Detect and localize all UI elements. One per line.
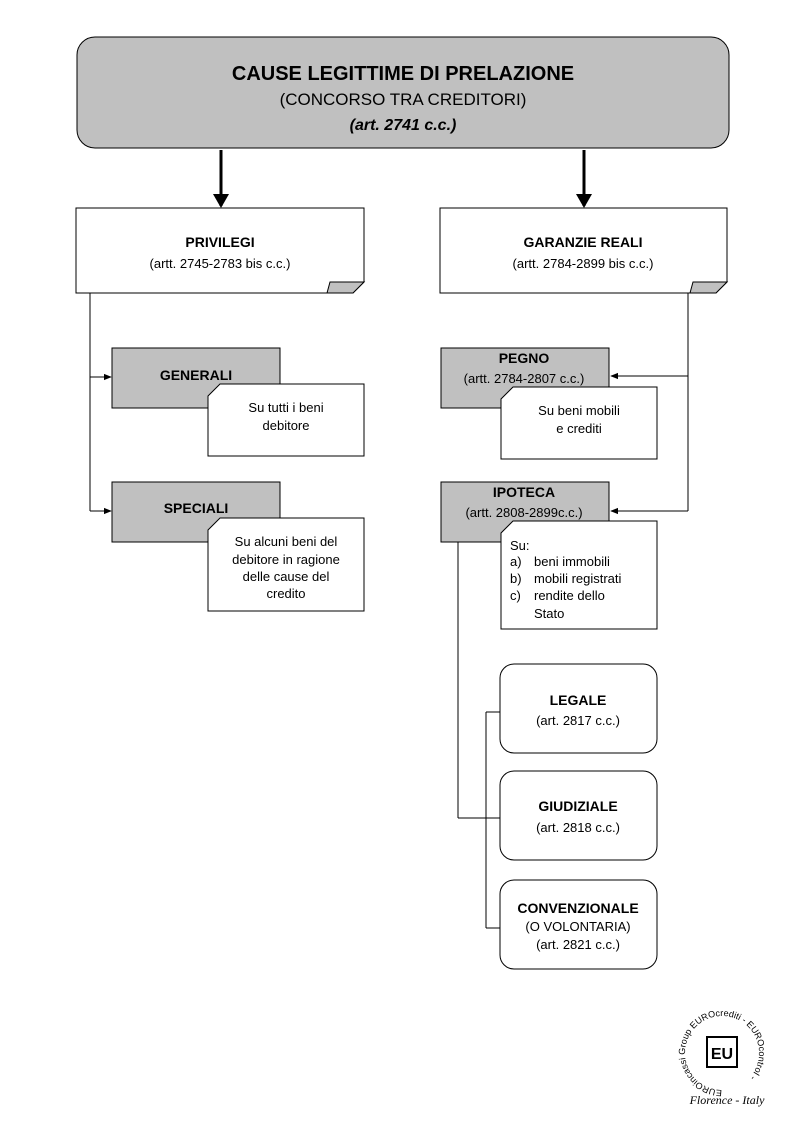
generali-note-line: Su tutti i beni: [248, 400, 323, 415]
convenzionale-reference: (art. 2821 c.c.): [536, 937, 620, 952]
pegno-note-line: Su beni mobili: [538, 403, 620, 418]
pegno-reference: (artt. 2784-2807 c.c.): [464, 371, 585, 386]
speciali-note-line: debitore in ragione: [232, 552, 340, 567]
giudiziale-reference: (art. 2818 c.c.): [536, 820, 620, 835]
ipoteca-note: Su: a) beni immobili b) mobili registrat…: [500, 520, 658, 630]
ipoteca-note-marker: a): [510, 554, 522, 569]
ipoteca-reference: (artt. 2808-2899c.c.): [465, 505, 582, 520]
generali-title: GENERALI: [160, 367, 232, 383]
ipoteca-title: IPOTECA: [493, 484, 555, 500]
pegno-title: PEGNO: [499, 350, 550, 366]
legale-title: LEGALE: [550, 692, 607, 708]
ipoteca-connectors: [457, 542, 500, 929]
header-box: CAUSE LEGITTIME DI PRELAZIONE (CONCORSO …: [76, 36, 730, 149]
privilegi-box: PRIVILEGI (artt. 2745-2783 bis c.c.): [75, 207, 366, 294]
company-logo: EUROincassi Group EUROcrediti - EUROcont…: [677, 1008, 767, 1107]
logo-monogram: EU: [711, 1046, 733, 1063]
ipoteca-note-item: beni immobili: [534, 554, 610, 569]
ipoteca-note-intro: Su:: [510, 538, 530, 553]
header-subtitle: (CONCORSO TRA CREDITORI): [280, 90, 527, 109]
header-title: CAUSE LEGITTIME DI PRELAZIONE: [232, 63, 574, 85]
garanzie-box: GARANZIE REALI (artt. 2784-2899 bis c.c.…: [439, 207, 729, 294]
speciali-title: SPECIALI: [164, 500, 229, 516]
speciali-note-line: Su alcuni beni del: [235, 534, 338, 549]
logo-caption: Florence - Italy: [689, 1093, 766, 1107]
garanzie-connectors: [610, 293, 689, 515]
ipoteca-note-marker: b): [510, 571, 522, 586]
giudiziale-title: GIUDIZIALE: [538, 798, 617, 814]
ipoteca-note-marker: c): [510, 588, 521, 603]
convenzionale-title: CONVENZIONALE: [517, 900, 638, 916]
privilegi-title: PRIVILEGI: [185, 234, 254, 250]
pegno-note-line: e crediti: [556, 421, 602, 436]
logo-monogram-frame: [706, 1036, 738, 1068]
ipoteca-note-continuation: Stato: [534, 606, 564, 621]
speciali-note-line: credito: [266, 586, 305, 601]
garanzie-title: GARANZIE REALI: [524, 234, 643, 250]
ipoteca-note-item: mobili registrati: [534, 571, 622, 586]
generali-note-line: debitore: [263, 418, 310, 433]
convenzionale-box: CONVENZIONALE (O VOLONTARIA) (art. 2821 …: [499, 879, 658, 970]
giudiziale-box: GIUDIZIALE (art. 2818 c.c.): [499, 770, 658, 861]
pegno-note: Su beni mobili e crediti: [500, 386, 658, 460]
header-reference: (art. 2741 c.c.): [350, 117, 457, 134]
garanzie-reference: (artt. 2784-2899 bis c.c.): [513, 256, 654, 271]
legale-reference: (art. 2817 c.c.): [536, 713, 620, 728]
legale-box: LEGALE (art. 2817 c.c.): [499, 663, 658, 754]
generali-note: Su tutti i beni debitore: [207, 383, 365, 457]
privilegi-connectors: [89, 293, 112, 515]
speciali-note: Su alcuni beni del debitore in ragione d…: [207, 517, 365, 612]
convenzionale-subtitle: (O VOLONTARIA): [525, 919, 630, 934]
privilegi-reference: (artt. 2745-2783 bis c.c.): [150, 256, 291, 271]
generali-box: GENERALI: [111, 347, 281, 409]
speciali-note-line: delle cause del: [243, 569, 330, 584]
ipoteca-note-item: rendite dello: [534, 588, 605, 603]
header-connectors: [213, 150, 592, 208]
